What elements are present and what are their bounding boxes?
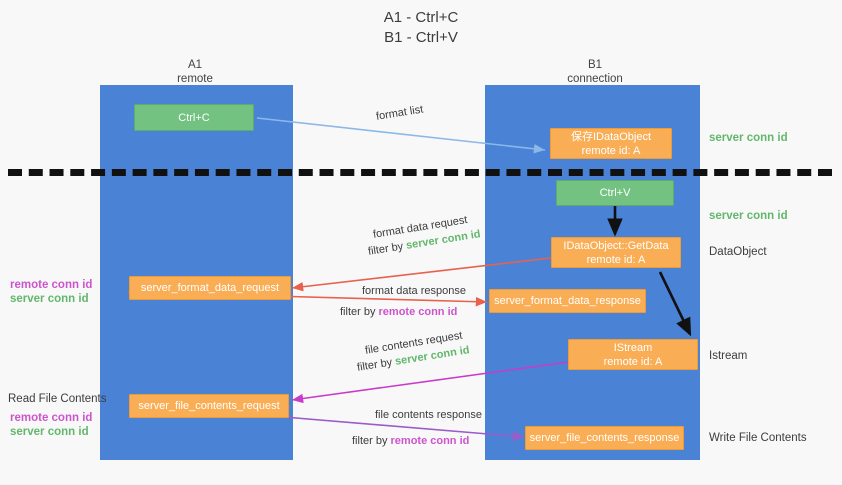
node-ctrl-v[interactable]: Ctrl+V [556,180,674,206]
node-istream-line2: remote id: A [603,355,663,368]
annotation-file-contents-response-filter-key: remote conn id [390,435,470,447]
node-server-file-contents-response-label: server_file_contents_response [529,432,680,444]
boundary-divider [8,169,832,176]
right-label-istream: Istream [709,350,748,362]
title-line-1: A1 - Ctrl+C [383,9,459,26]
column-header-b1-name: B1 [587,59,603,71]
node-save-idataobject-line1: 保存IDataObject [570,130,652,143]
node-server-format-data-request[interactable]: server_format_data_request [129,276,291,300]
right-label-write-file-contents: Write File Contents [709,432,807,444]
left-label-remote-conn-id-upper: remote conn id [10,279,93,291]
column-header-b1: B1 connection [530,58,660,86]
annotation-format-data-response-filter-prefix: filter by [340,306,379,318]
right-label-dataobject: DataObject [709,246,767,258]
annotation-file-contents-request-filter-prefix: filter by [356,355,397,374]
column-header-a1: A1 remote [130,58,260,86]
annotation-format-data-request-filter-prefix: filter by [367,239,408,258]
left-label-remote-conn-id-lower: remote conn id [10,412,93,424]
node-server-file-contents-request-label: server_file_contents_request [138,400,280,412]
annotation-format-list: format list [375,103,425,123]
node-server-format-data-response[interactable]: server_format_data_response [489,289,646,313]
node-server-format-data-response-label: server_format_data_response [494,295,641,307]
node-server-format-data-request-label: server_format_data_request [140,282,280,294]
annotation-file-contents-response: file contents response [375,409,483,421]
node-ctrl-v-label: Ctrl+V [599,187,631,199]
right-label-server-conn-id-top: server conn id [709,132,788,144]
left-label-read-file-contents: Read File Contents [8,393,107,405]
page-title: A1 - Ctrl+C B1 - Ctrl+V [0,8,842,48]
node-save-idataobject-line2: remote id: A [581,144,641,157]
column-header-b1-role: connection [567,73,623,85]
node-idataobject-getdata-line2: remote id: A [586,253,646,266]
right-label-server-conn-id-second: server conn id [709,210,788,222]
node-istream[interactable]: IStream remote id: A [568,339,698,370]
node-save-idataobject[interactable]: 保存IDataObject remote id: A [550,128,672,159]
left-label-server-conn-id-lower: server conn id [10,426,89,438]
column-header-a1-role: remote [177,73,213,85]
node-istream-line1: IStream [613,341,653,354]
node-server-file-contents-request[interactable]: server_file_contents_request [129,394,289,418]
annotation-file-contents-response-filter-prefix: filter by [352,435,391,447]
annotation-format-data-response-filter: filter by remote conn id [340,305,457,320]
node-idataobject-getdata-line1: IDataObject::GetData [563,239,669,252]
node-server-file-contents-response[interactable]: server_file_contents_response [525,426,684,450]
title-line-2: B1 - Ctrl+V [384,29,458,46]
node-ctrl-c[interactable]: Ctrl+C [134,104,254,131]
left-label-server-conn-id-upper: server conn id [10,293,89,305]
column-header-a1-name: A1 [187,59,203,71]
annotation-file-contents-response-filter: filter by remote conn id [352,434,469,449]
node-idataobject-getdata[interactable]: IDataObject::GetData remote id: A [551,237,681,268]
annotation-format-data-response: format data response [362,285,466,297]
node-ctrl-c-label: Ctrl+C [178,111,210,124]
annotation-format-data-response-filter-key: remote conn id [378,306,458,318]
